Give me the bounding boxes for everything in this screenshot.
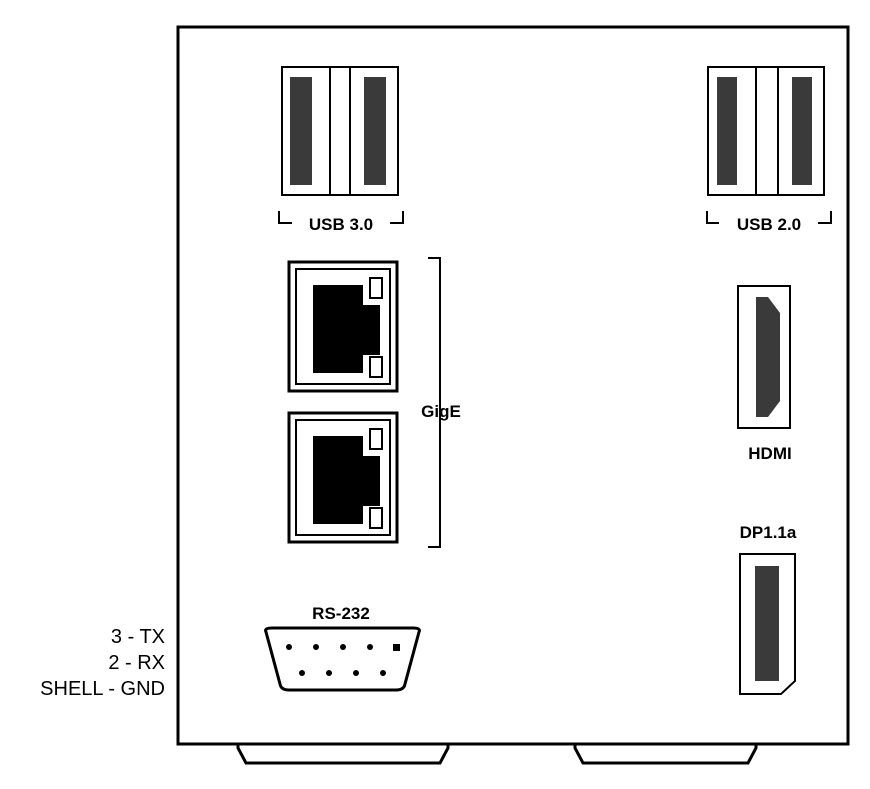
- rs232-pin-2: [313, 644, 319, 650]
- gige-1-led-bottom: [369, 356, 383, 378]
- rs232-pin-3: [340, 644, 346, 650]
- usb3-port: [281, 66, 399, 196]
- gige-2-led-bottom: [369, 507, 383, 529]
- gige-label: GigE: [421, 402, 461, 421]
- rs232-pin-6: [299, 670, 305, 676]
- gige-2-led-top: [369, 428, 383, 450]
- rs232-port: [264, 626, 421, 692]
- gige-port-2: [287, 411, 399, 544]
- usb2-slot-left: [717, 77, 737, 185]
- gige-port-1: [287, 260, 399, 393]
- usb2-label: USB 2.0: [737, 215, 801, 234]
- dp-slot: [755, 566, 779, 681]
- usb2-slot-right: [792, 77, 812, 185]
- rs232-pin-4: [367, 644, 373, 650]
- hdmi-label: HDMI: [748, 444, 791, 463]
- pinout-line-1: 3 - TX: [111, 626, 165, 648]
- displayport-port: [739, 553, 796, 695]
- usb3-slot-left: [290, 77, 312, 185]
- gige-1-led-top: [369, 277, 383, 299]
- usb2-bracket: [706, 211, 832, 224]
- hdmi-port: [737, 285, 791, 429]
- pinout-line-2: 2 - RX: [108, 652, 165, 674]
- dp-label: DP1.1a: [740, 523, 797, 542]
- rs232-pin-8: [353, 670, 359, 676]
- rs232-pin-5: [393, 644, 400, 651]
- usb3-label: USB 3.0: [309, 215, 373, 234]
- gige-bracket: [428, 257, 441, 548]
- usb3-bracket: [278, 211, 404, 224]
- rs232-label: RS-232: [312, 604, 370, 623]
- rs232-pin-9: [380, 670, 386, 676]
- rs232-pin-7: [326, 670, 332, 676]
- rs232-pin-1: [286, 644, 292, 650]
- usb2-port: [707, 66, 825, 196]
- foot-left: [236, 744, 450, 765]
- foot-right: [573, 744, 758, 765]
- pinout-line-3: SHELL - GND: [40, 678, 165, 700]
- usb3-slot-right: [364, 77, 386, 185]
